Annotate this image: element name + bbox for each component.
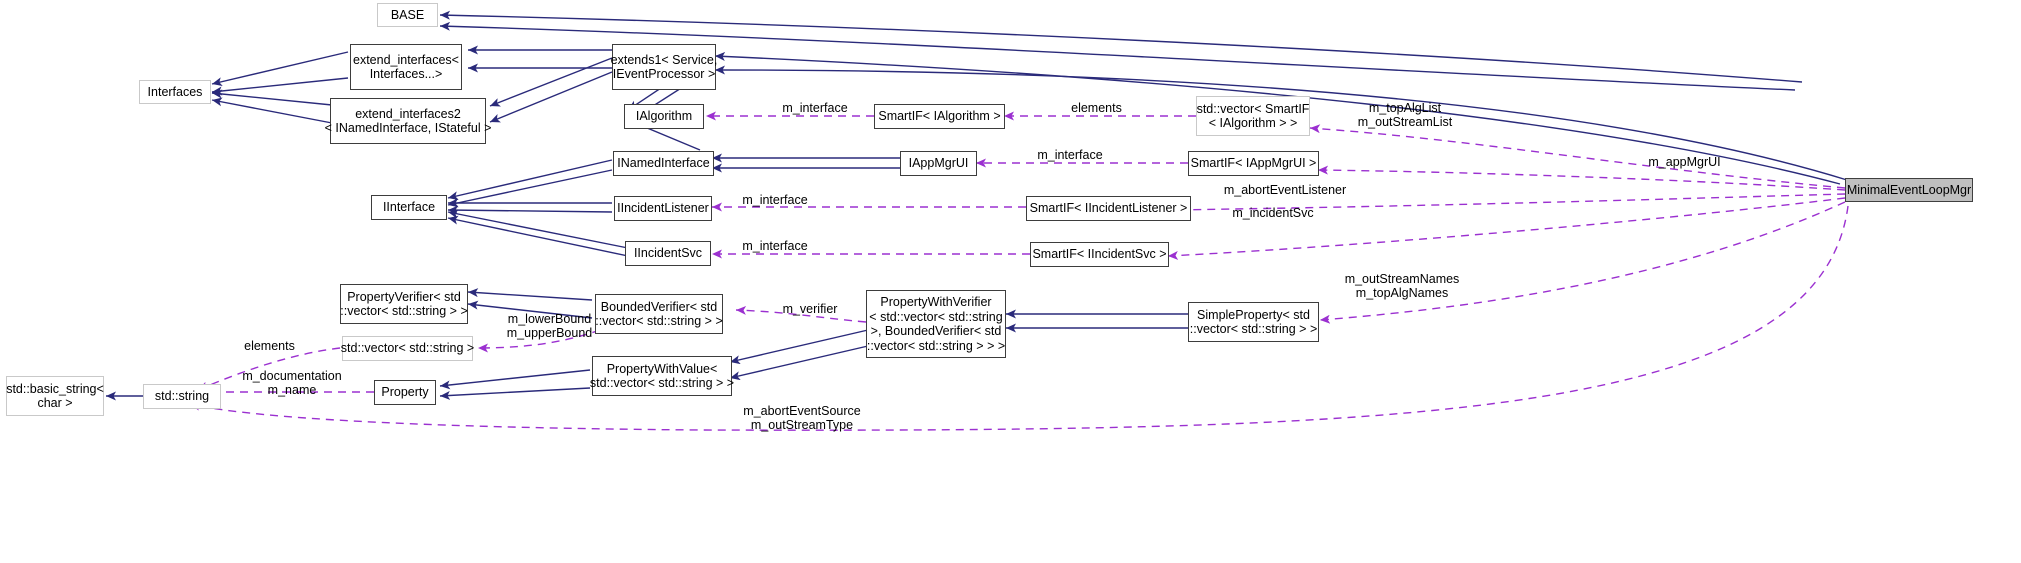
edge-label-m-interface-appmgrui: m_interface — [1037, 148, 1103, 162]
edge-label-m-aborteventlistener: m_abortEventListener — [1223, 183, 1347, 197]
node-smartif-ialgorithm[interactable]: SmartIF< IAlgorithm > — [874, 104, 1005, 129]
edge-label-m-appmgrui: m_appMgrUI — [1648, 155, 1721, 169]
node-label: IIncidentListener — [617, 201, 709, 216]
edge-label-m-topalglist: m_topAlgList m_outStreamList — [1357, 101, 1453, 129]
edge-label-m-aborteventsource: m_abortEventSource m_outStreamType — [743, 404, 861, 432]
edge-label-elements-algorithm: elements — [1071, 101, 1122, 115]
node-label: INamedInterface — [617, 156, 710, 171]
node-property[interactable]: Property — [374, 380, 436, 405]
node-smartif-iappmgrui[interactable]: SmartIF< IAppMgrUI > — [1188, 151, 1319, 176]
node-label: SimpleProperty< std ::vector< std::strin… — [1189, 307, 1318, 337]
edge-label-m-outstreamnames: m_outStreamNames m_topAlgNames — [1344, 272, 1460, 300]
edge-label-m-interface-incidentlistener: m_interface — [742, 193, 808, 207]
node-label: std::string — [154, 389, 210, 404]
node-label: SmartIF< IIncidentSvc > — [1032, 247, 1167, 262]
node-label: IAlgorithm — [635, 109, 693, 124]
node-label: std::basic_string< char > — [6, 381, 104, 411]
node-label: IInterface — [382, 200, 436, 215]
node-base[interactable]: BASE — [377, 3, 438, 27]
node-label: SmartIF< IAppMgrUI > — [1190, 156, 1317, 171]
node-vector-string[interactable]: std::vector< std::string > — [340, 336, 475, 361]
node-extend-interfaces2[interactable]: extend_interfaces2 < INamedInterface, IS… — [325, 98, 491, 144]
node-propertywithverifier[interactable]: PropertyWithVerifier < std::vector< std:… — [866, 290, 1006, 358]
edge-label-m-incidentsvc: m_incidentSvc — [1232, 206, 1314, 220]
node-label: std::vector< std::string > — [340, 341, 475, 356]
node-label: SmartIF< IAlgorithm > — [878, 109, 1001, 124]
node-std-string[interactable]: std::string — [143, 384, 221, 409]
node-extends1-service-ieventprocessor[interactable]: extends1< Service, IEventProcessor > — [610, 44, 718, 90]
edge-label-m-verifier: m_verifier — [782, 302, 838, 316]
node-ialgorithm[interactable]: IAlgorithm — [624, 104, 704, 129]
node-label: Interfaces — [147, 84, 203, 99]
node-boundedverifier[interactable]: BoundedVerifier< std ::vector< std::stri… — [595, 294, 723, 334]
node-extend-interfaces[interactable]: extend_interfaces< Interfaces...> — [350, 44, 462, 90]
node-iinterface[interactable]: IInterface — [371, 195, 447, 220]
edge-label-elements-string: elements — [244, 339, 295, 353]
node-std-basic-string-char[interactable]: std::basic_string< char > — [6, 376, 104, 416]
edge-label-m-interface-algorithm: m_interface — [782, 101, 848, 115]
node-label: PropertyVerifier< std ::vector< std::str… — [340, 289, 468, 319]
node-propertyverifier[interactable]: PropertyVerifier< std ::vector< std::str… — [340, 284, 468, 324]
node-label: PropertyWithVerifier < std::vector< std:… — [866, 295, 1006, 353]
node-propertywithvalue[interactable]: PropertyWithValue< std::vector< std::str… — [589, 356, 735, 396]
node-label: PropertyWithValue< std::vector< std::str… — [589, 361, 735, 391]
node-label: BASE — [390, 7, 425, 22]
node-label: BoundedVerifier< std ::vector< std::stri… — [595, 299, 723, 329]
node-minimaleventloopmgr[interactable]: MinimalEventLoopMgr — [1845, 178, 1973, 202]
node-label: std::vector< SmartIF < IAlgorithm > > — [1196, 101, 1310, 131]
node-label: extend_interfaces2 < INamedInterface, IS… — [324, 106, 492, 136]
node-label: IAppMgrUI — [908, 156, 969, 171]
node-label: extend_interfaces< Interfaces...> — [353, 52, 459, 82]
node-inamedinterface[interactable]: INamedInterface — [613, 151, 714, 176]
node-smartif-iincidentlistener[interactable]: SmartIF< IIncidentListener > — [1026, 196, 1191, 221]
edge-label-m-interface-incidentsvc: m_interface — [742, 239, 808, 253]
node-iappmgrui[interactable]: IAppMgrUI — [900, 151, 977, 176]
node-label: SmartIF< IIncidentListener > — [1029, 201, 1188, 216]
node-simpleproperty[interactable]: SimpleProperty< std ::vector< std::strin… — [1188, 302, 1319, 342]
edge-label-m-lowerbound: m_lowerBound m_upperBound — [506, 312, 593, 340]
edge-label-m-documentation: m_documentation m_name — [242, 369, 342, 397]
node-smartif-iincidentsvc[interactable]: SmartIF< IIncidentSvc > — [1030, 242, 1169, 267]
node-label: MinimalEventLoopMgr — [1846, 182, 1972, 197]
node-label: Property — [381, 385, 429, 400]
node-vector-smartif-ialgorithm[interactable]: std::vector< SmartIF < IAlgorithm > > — [1196, 96, 1310, 136]
node-label: IIncidentSvc — [633, 246, 703, 261]
node-label: extends1< Service, IEventProcessor > — [610, 52, 718, 82]
node-interfaces[interactable]: Interfaces — [139, 80, 211, 104]
node-iincidentlistener[interactable]: IIncidentListener — [614, 196, 712, 221]
node-iincidentsvc[interactable]: IIncidentSvc — [625, 241, 711, 266]
